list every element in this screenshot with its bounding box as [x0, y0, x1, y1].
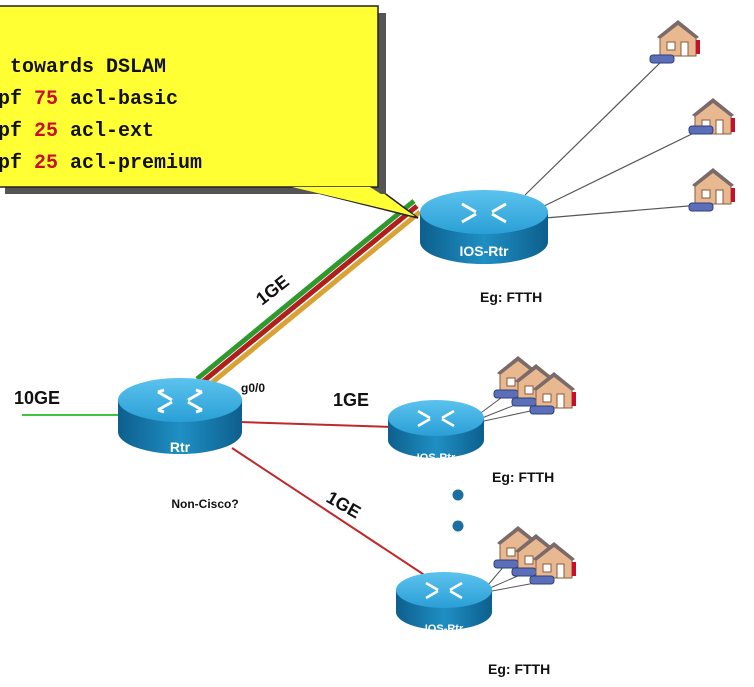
callout-line-4-pre: pf [0, 152, 34, 175]
link-to-mid-router [239, 421, 393, 428]
house-icon [649, 19, 701, 64]
callout-line-2: pf 75 acl-basic [0, 88, 178, 111]
house-icon [688, 167, 736, 212]
callout-line-2-pre: pf [0, 88, 34, 111]
mid-router-label: IOS-Rtr [417, 452, 456, 464]
ellipsis-dot [452, 520, 464, 532]
central-router-caption: Non-Cisco? [171, 497, 238, 511]
callout-line-1: towards DSLAM [0, 56, 166, 79]
house-icon [688, 97, 736, 135]
callout-line-3-pre: pf [0, 120, 34, 143]
central-router: Rtr [118, 378, 242, 455]
mid-router: IOS-Rtr [388, 400, 484, 464]
top-router-label: IOS-Rtr [460, 243, 510, 259]
top-router-caption: Eg: FTTH [480, 289, 542, 305]
ellipsis-dot [452, 489, 464, 501]
callout-line-4-post: acl-premium [58, 152, 202, 175]
bottom-link-speed-label: 1GE [323, 487, 364, 522]
trunk-1ge-link [195, 199, 422, 392]
central-router-label: Rtr [170, 439, 191, 455]
uplink-speed-label: 10GE [14, 388, 60, 408]
callout-line-1-pre: towards DSLAM [0, 56, 166, 79]
house-cluster-icon [493, 355, 577, 415]
interface-label: g0/0 [241, 381, 265, 395]
top-router-house-links [524, 57, 701, 219]
bottom-router: IOS-Rtr [396, 572, 492, 635]
callout-line-3-num: 25 [34, 120, 58, 143]
callout-line-2-post: acl-basic [58, 88, 178, 111]
bottom-router-caption: Eg: FTTH [488, 661, 550, 677]
router-arrows-icon [461, 202, 507, 224]
router-arrows-icon [417, 409, 455, 428]
callout-line-4: pf 25 acl-premium [0, 152, 202, 175]
router-arrows-icon [425, 581, 463, 600]
mid-link-speed-label: 1GE [333, 390, 369, 410]
mid-router-caption: Eg: FTTH [492, 469, 554, 485]
callout-line-4-num: 25 [34, 152, 58, 175]
top-router: IOS-Rtr [420, 190, 548, 264]
callout-line-2-num: 75 [34, 88, 58, 111]
bottom-router-label: IOS-Rtr [425, 623, 464, 635]
callout-line-3: pf 25 acl-ext [0, 120, 154, 143]
callout-line-3-post: acl-ext [58, 120, 154, 143]
link-to-bottom-router [231, 447, 433, 581]
router-arrows-icon [157, 388, 203, 414]
house-cluster-icon [493, 525, 577, 585]
config-callout: towards DSLAM pf 75 acl-basic pf 25 acl-… [0, 5, 419, 219]
